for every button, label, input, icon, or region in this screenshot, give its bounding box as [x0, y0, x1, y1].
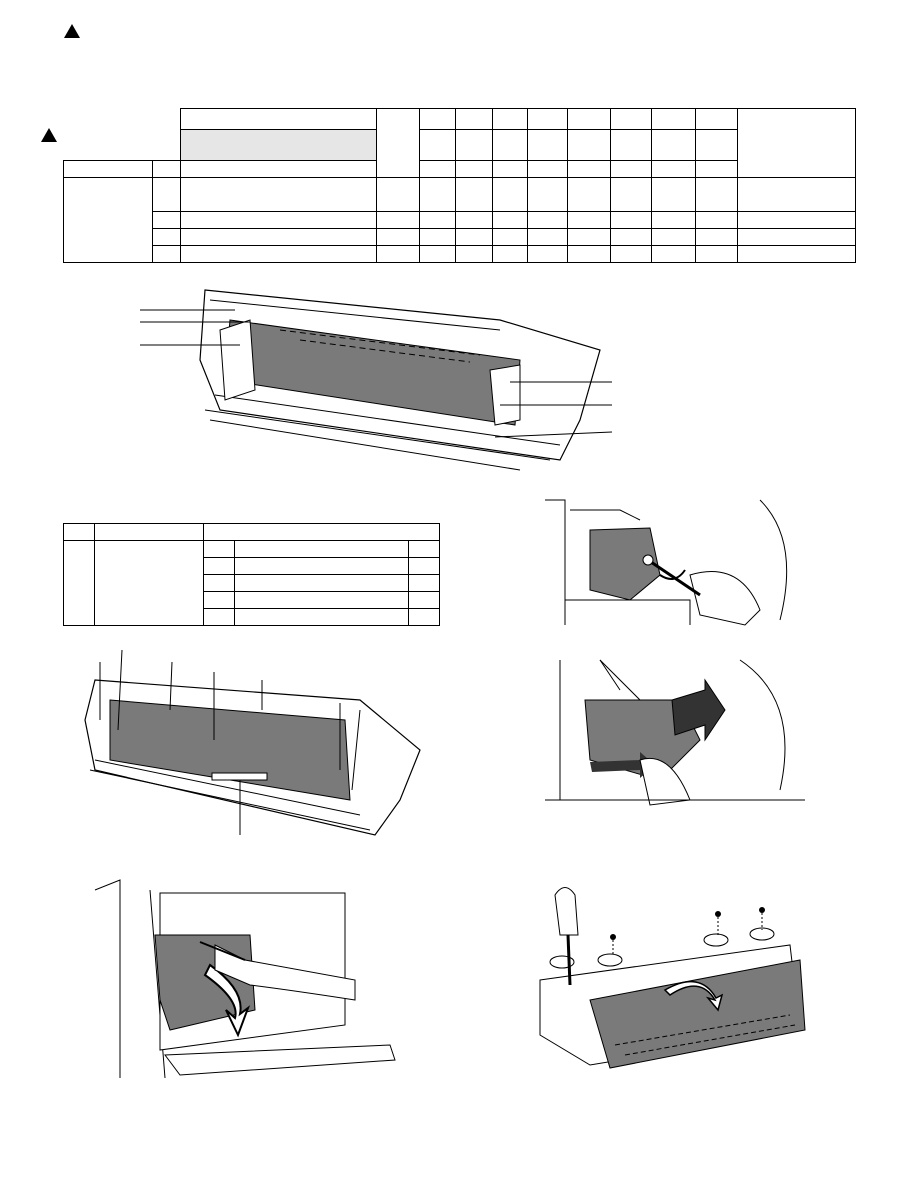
table-header-cell [737, 108, 856, 178]
table-row [64, 245, 856, 263]
table-header-cell [376, 108, 420, 178]
table-row [64, 574, 441, 592]
parts-table [63, 523, 441, 626]
screw-icons [610, 907, 765, 940]
revision-mark-top [64, 24, 80, 38]
table-header-shaded-cell [180, 129, 377, 161]
maintenance-table [63, 108, 856, 263]
table-row [64, 228, 856, 246]
callout-leaders-labeled [99, 649, 361, 835]
table-row [64, 608, 441, 626]
table-row [64, 591, 441, 609]
callout-leaders-top [140, 309, 613, 438]
revision-mark-table [41, 128, 57, 142]
table-row [63, 540, 441, 626]
